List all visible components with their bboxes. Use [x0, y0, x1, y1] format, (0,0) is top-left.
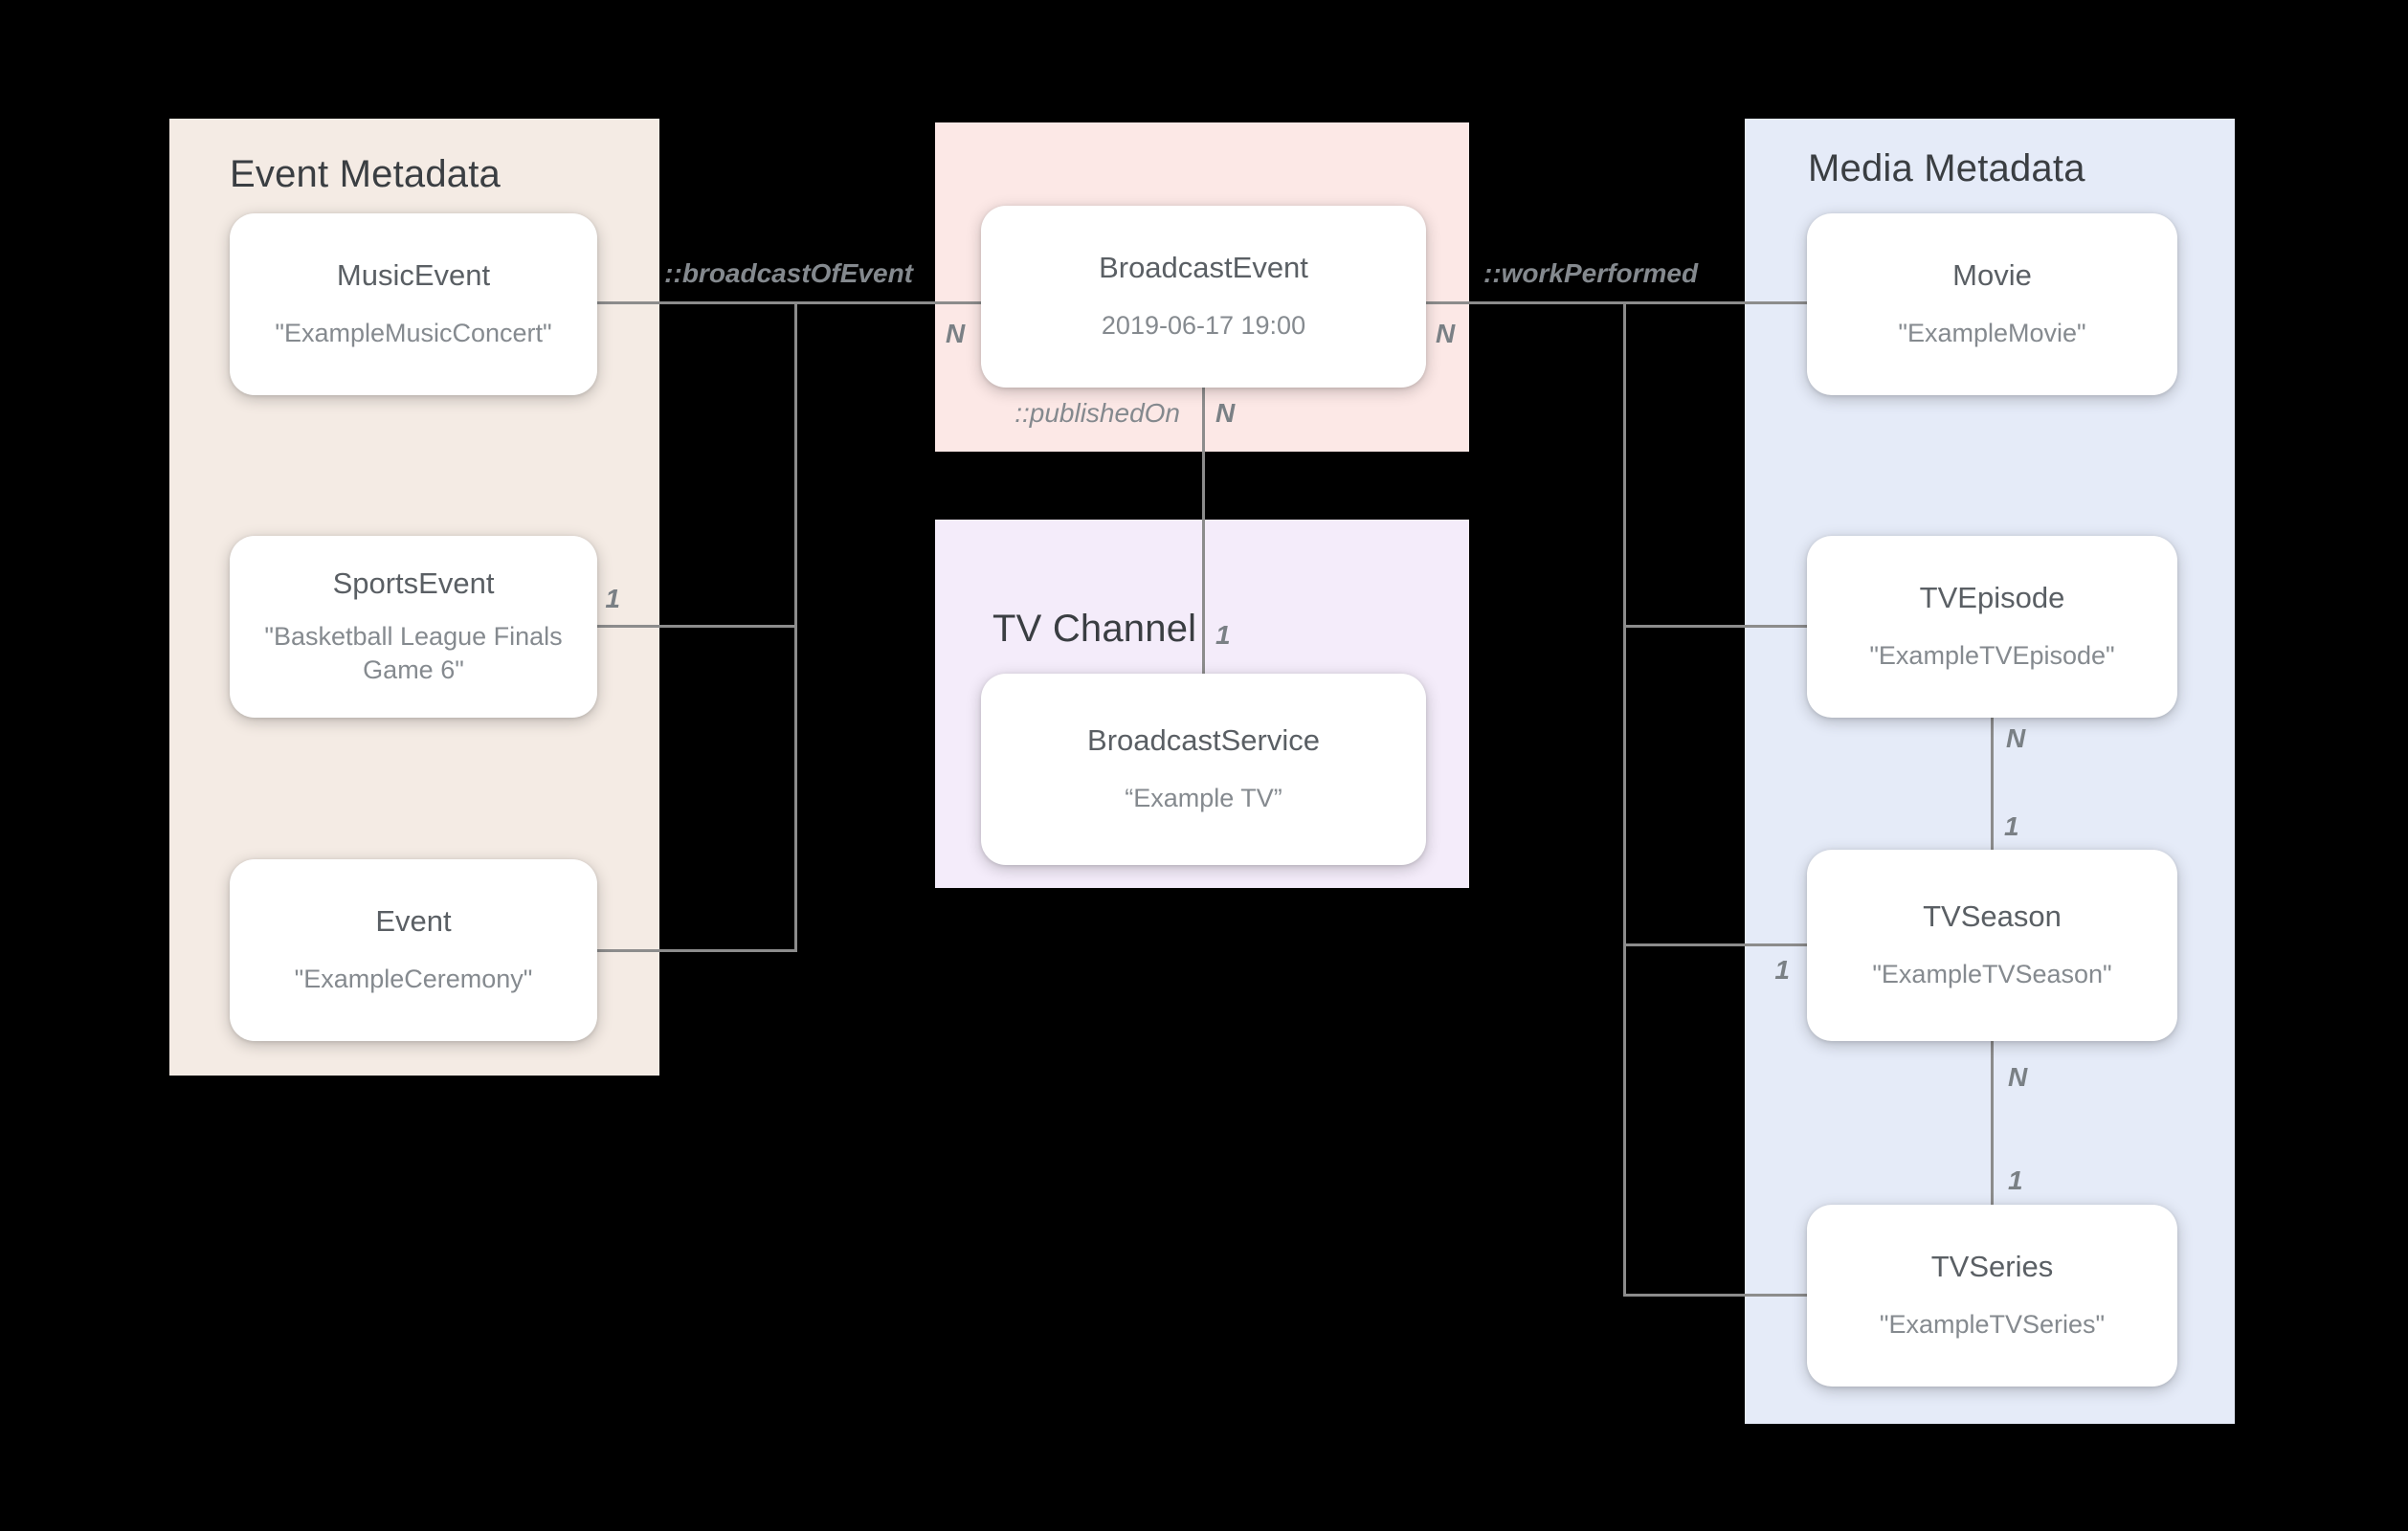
event-card-subtitle: "ExampleCeremony"	[294, 965, 533, 994]
connector-right-trunk	[1623, 301, 1626, 1297]
media-metadata-panel-title: Media Metadata	[1808, 147, 2085, 189]
tv-season-card-subtitle: "ExampleTVSeason"	[1872, 960, 2112, 989]
tv-series-card-title: TVSeries	[1930, 1249, 2054, 1283]
season-series-n-label: N	[2008, 1062, 2028, 1092]
broadcast-service-1-label: 1	[1215, 620, 1231, 650]
broadcast-service-card: BroadcastService “Example TV”	[981, 674, 1426, 865]
work-performed-label: ::workPerformed	[1483, 258, 1699, 288]
tv-series-card: TVSeries "ExampleTVSeries"	[1807, 1205, 2177, 1387]
music-event-card-subtitle: "ExampleMusicConcert"	[275, 319, 552, 348]
movie-card-title: Movie	[1952, 257, 2032, 292]
connector-event-stub	[597, 949, 797, 952]
tv-episode-card: TVEpisode "ExampleTVEpisode"	[1807, 536, 2177, 718]
broadcast-service-card-subtitle: “Example TV”	[1125, 784, 1282, 813]
tv-season-card: TVSeason "ExampleTVSeason"	[1807, 850, 2177, 1041]
published-on-n-label: N	[1215, 398, 1236, 428]
tv-season-card-title: TVSeason	[1923, 899, 2062, 933]
episode-season-n-label: N	[2006, 723, 2026, 753]
movie-card: Movie "ExampleMovie"	[1807, 213, 2177, 395]
published-on-label: ::publishedOn	[1014, 398, 1180, 428]
broadcast-event-card: BroadcastEvent 2019-06-17 19:00	[981, 206, 1426, 388]
broadcast-of-event-label: ::broadcastOfEvent	[664, 258, 913, 288]
broadcast-right-n-label: N	[1436, 319, 1456, 348]
connector-sports-event-stub	[597, 625, 797, 628]
music-event-card-title: MusicEvent	[336, 257, 491, 292]
tv-season-left-1-label: 1	[1774, 955, 1790, 985]
tv-series-card-subtitle: "ExampleTVSeries"	[1879, 1310, 2106, 1340]
broadcast-left-n-label: N	[946, 319, 966, 348]
broadcast-event-card-title: BroadcastEvent	[1099, 250, 1308, 284]
connector-tv-series-stub	[1623, 1294, 1807, 1297]
broadcast-service-card-title: BroadcastService	[1087, 722, 1320, 757]
connector-tv-episode-stub	[1623, 625, 1807, 628]
sports-event-card-subtitle: "Basketball League Finals Game 6"	[264, 621, 563, 684]
movie-card-subtitle: "ExampleMovie"	[1898, 319, 2086, 348]
event-metadata-panel-title: Event Metadata	[230, 153, 501, 195]
music-event-card: MusicEvent "ExampleMusicConcert"	[230, 213, 597, 395]
sports-event-card: SportsEvent "Basketball League Finals Ga…	[230, 536, 597, 718]
event-card-title: Event	[375, 903, 452, 938]
connector-broadcast-of-event	[597, 301, 981, 304]
episode-season-1-label: 1	[2004, 811, 2019, 841]
sports-event-1-label: 1	[605, 584, 620, 613]
connector-published-on	[1202, 388, 1205, 674]
connector-work-performed	[1426, 301, 1807, 304]
tv-episode-card-title: TVEpisode	[1919, 580, 2065, 614]
connector-episode-season	[1991, 718, 1994, 850]
connector-tv-season-stub	[1623, 943, 1807, 946]
tv-channel-title-line1: TV Channel	[992, 608, 1197, 650]
tv-episode-card-subtitle: "ExampleTVEpisode"	[1869, 641, 2115, 671]
broadcast-event-card-subtitle: 2019-06-17 19:00	[1101, 311, 1306, 341]
event-card: Event "ExampleCeremony"	[230, 859, 597, 1041]
sports-event-card-title: SportsEvent	[332, 566, 495, 601]
connector-season-series	[1991, 1041, 1994, 1205]
season-series-1-label: 1	[2008, 1165, 2023, 1195]
